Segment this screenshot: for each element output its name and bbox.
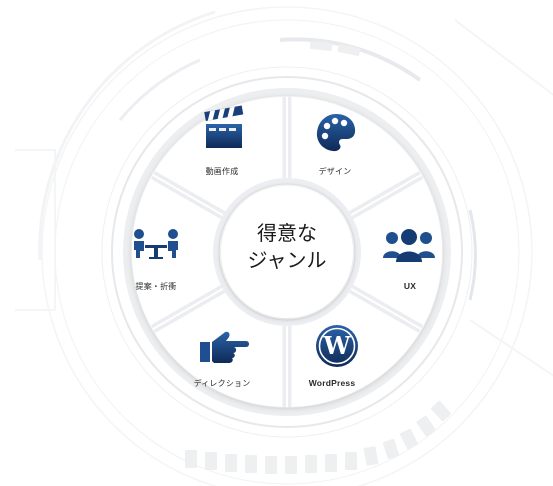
segment-label-proposal: 提案・折衝 bbox=[135, 282, 177, 291]
pointing-hand-icon bbox=[200, 331, 249, 363]
center-title: 得意な ジャンル bbox=[248, 220, 327, 274]
center-title-line1: 得意な bbox=[257, 221, 317, 245]
segment-label-direction: ディレクション bbox=[193, 379, 251, 388]
decorative-top-dashes bbox=[309, 40, 361, 57]
segment-label-wordpress: WordPress bbox=[308, 378, 356, 388]
segment-label-design: デザイン bbox=[318, 167, 352, 176]
meeting-table-icon bbox=[134, 229, 178, 259]
segment-label-video: 動画作成 bbox=[205, 167, 239, 176]
svg-text:W: W bbox=[323, 331, 352, 360]
decorative-dash-arc bbox=[185, 400, 452, 474]
decorative-outer-rings bbox=[15, 6, 553, 486]
users-group-icon bbox=[383, 229, 435, 262]
clapperboard-icon bbox=[204, 105, 244, 148]
palette-icon bbox=[316, 114, 356, 152]
center-title-line2: ジャンル bbox=[247, 248, 327, 272]
segment-label-ux: UX bbox=[403, 281, 417, 291]
wordpress-logo-icon: W bbox=[316, 325, 358, 367]
main-wheel bbox=[111, 76, 463, 428]
